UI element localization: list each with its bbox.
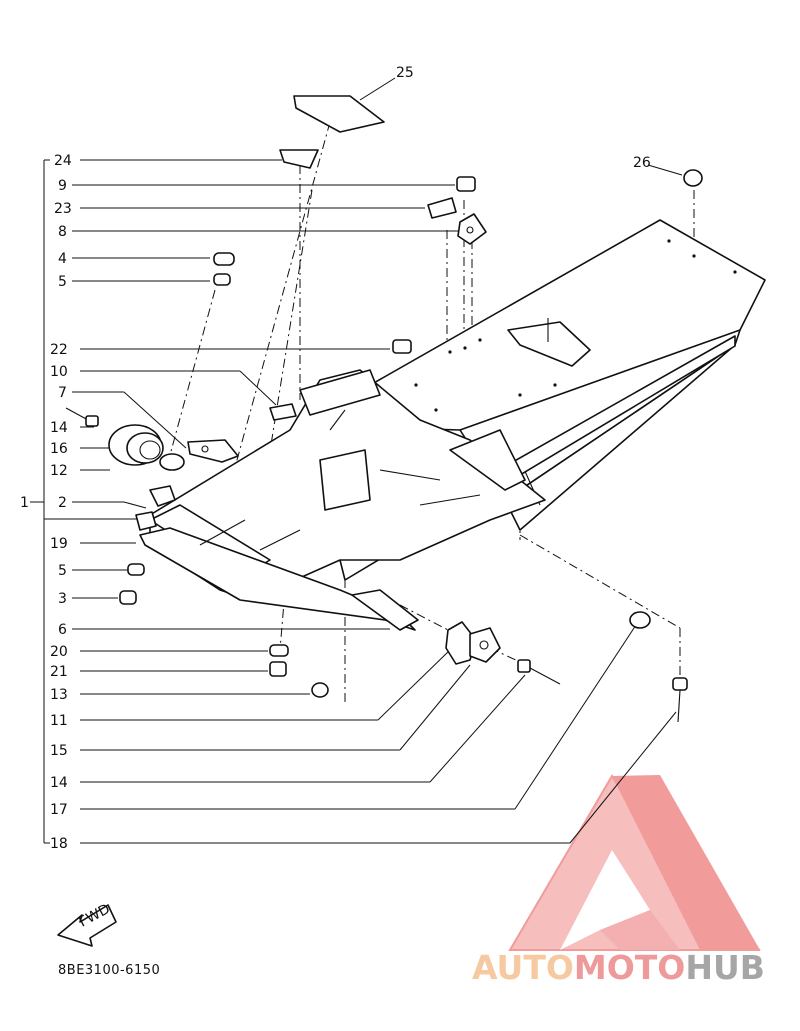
callout-2: 2 bbox=[58, 495, 67, 511]
callout-19: 19 bbox=[50, 536, 68, 552]
part-22-damper bbox=[392, 339, 412, 354]
callout-6: 6 bbox=[58, 622, 67, 638]
callout-20: 20 bbox=[50, 644, 68, 660]
part-12-collar bbox=[159, 453, 185, 471]
part-18-rivet bbox=[672, 677, 688, 723]
callout-4: 4 bbox=[58, 251, 67, 267]
callout-21: 21 bbox=[50, 664, 68, 680]
brand-auto: AUTO bbox=[472, 948, 574, 987]
part-2-bracket bbox=[149, 485, 176, 507]
part-17-cap bbox=[629, 611, 651, 629]
callout-26: 26 bbox=[633, 155, 651, 171]
tray-holes bbox=[414, 239, 737, 412]
callout-3: 3 bbox=[58, 591, 67, 607]
part-20-collar bbox=[269, 644, 289, 657]
callout-7: 7 bbox=[58, 385, 67, 401]
part-13-cap bbox=[311, 682, 329, 698]
callout-11: 11 bbox=[50, 713, 68, 729]
part-8-bracket bbox=[457, 213, 487, 245]
part-15-bracket bbox=[469, 627, 501, 663]
part-16-boot bbox=[108, 424, 164, 466]
drawing-code: 8BE3100-6150 bbox=[58, 963, 161, 978]
rear-frame bbox=[139, 219, 766, 631]
callout-10: 10 bbox=[50, 364, 68, 380]
part-5-collar-upper bbox=[213, 273, 231, 286]
part-24-cushion bbox=[279, 149, 319, 169]
part-11-bracket bbox=[445, 621, 477, 665]
fwd-arrow-icon: FWD bbox=[57, 901, 117, 947]
part-14-bolt-upper bbox=[65, 407, 99, 427]
callout-1: 1 bbox=[20, 495, 29, 511]
watermark-brand: AUTOMOTOHUB bbox=[472, 948, 765, 987]
callout-24: 24 bbox=[54, 153, 72, 169]
callout-8: 8 bbox=[58, 224, 67, 240]
part-23-damper bbox=[427, 197, 457, 219]
callout-12: 12 bbox=[50, 463, 68, 479]
part-3-grommet bbox=[119, 590, 137, 605]
brand-moto: MOTO bbox=[573, 948, 686, 987]
part-21-nut bbox=[269, 661, 287, 677]
part-19-bracket bbox=[135, 511, 157, 531]
part-6-stay bbox=[351, 589, 419, 631]
callout-14-lower: 14 bbox=[50, 775, 68, 791]
brand-hub: HUB bbox=[685, 948, 765, 987]
part-14-bolt-lower bbox=[517, 659, 561, 685]
group-bracket bbox=[30, 159, 50, 844]
callout-23: 23 bbox=[54, 201, 72, 217]
callout-5-upper: 5 bbox=[58, 274, 67, 290]
leader-lines bbox=[44, 77, 683, 844]
callout-5-lower: 5 bbox=[58, 563, 67, 579]
callout-9: 9 bbox=[58, 178, 67, 194]
callout-25: 25 bbox=[396, 65, 414, 81]
part-7-bracket bbox=[187, 439, 239, 463]
part-10-damper bbox=[269, 403, 297, 421]
callout-13: 13 bbox=[50, 687, 68, 703]
part-26-cap bbox=[683, 169, 703, 187]
callout-labels: 25 24 26 9 23 8 4 5 22 10 7 14 16 12 1 2… bbox=[20, 65, 651, 852]
part-5-collar-lower bbox=[127, 563, 145, 576]
callout-18: 18 bbox=[50, 836, 68, 852]
callout-22: 22 bbox=[50, 342, 68, 358]
part-9-nut bbox=[456, 176, 476, 192]
part-4-grommet bbox=[213, 252, 235, 266]
callout-17: 17 bbox=[50, 802, 68, 818]
watermark-logo-icon bbox=[508, 774, 761, 951]
part-25-seat-pad bbox=[293, 95, 385, 133]
callout-14-upper: 14 bbox=[50, 420, 68, 436]
callout-15: 15 bbox=[50, 743, 68, 759]
callout-16: 16 bbox=[50, 441, 68, 457]
